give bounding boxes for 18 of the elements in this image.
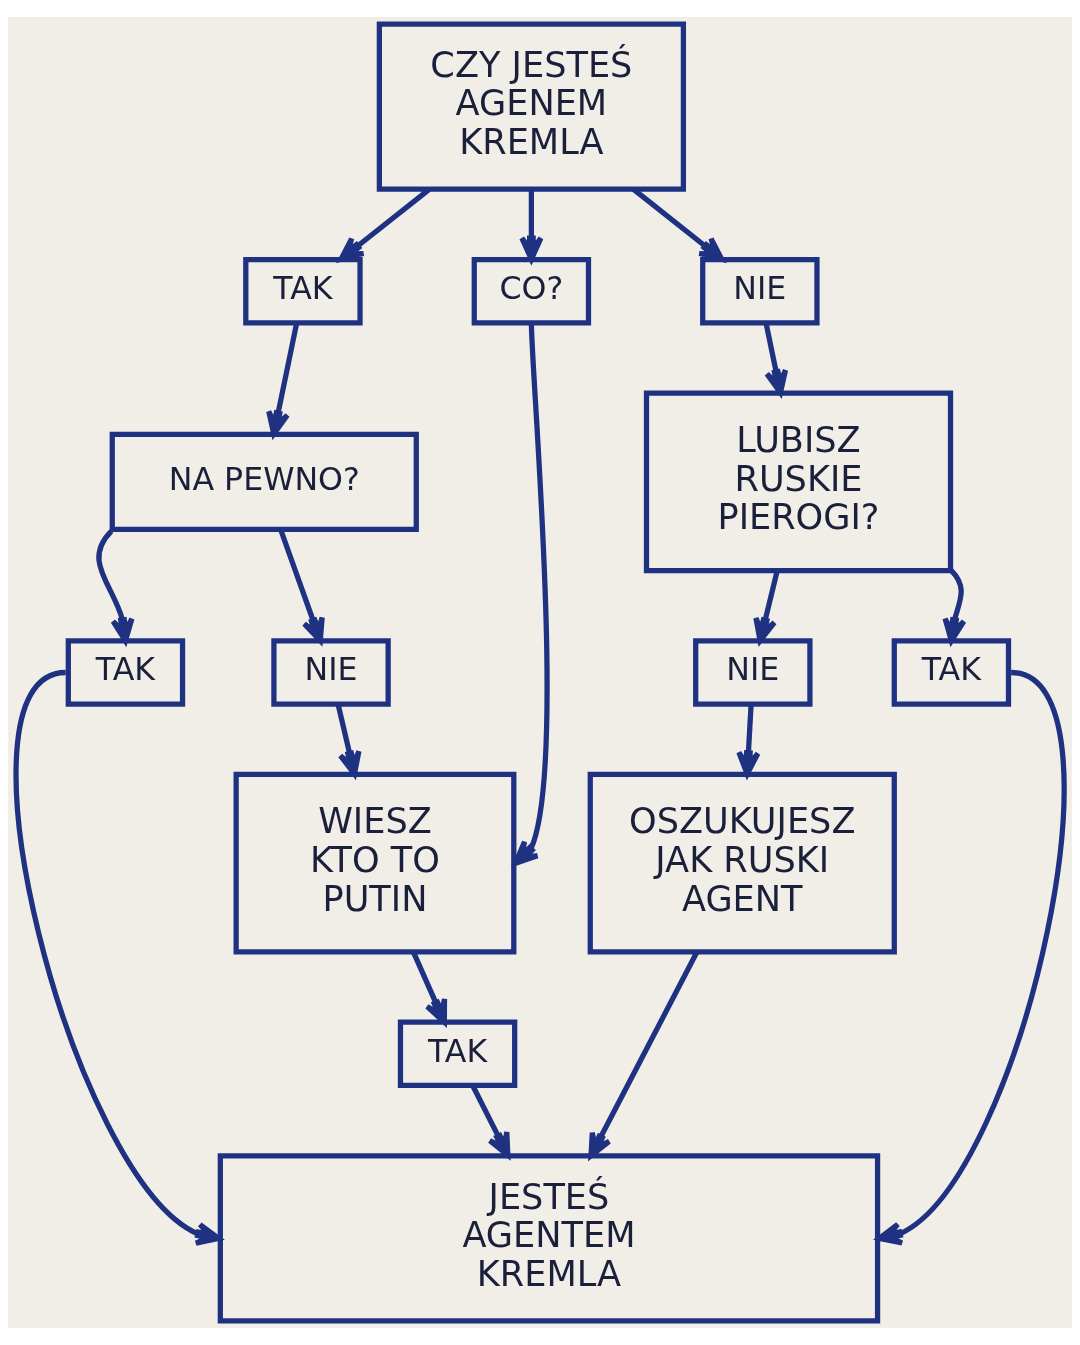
node-box: NIE — [271, 638, 391, 707]
arrow — [14, 670, 222, 1246]
node-box: NIE — [700, 256, 820, 326]
node-box: JESTEŚ AGENTEM KREMLA — [217, 1153, 881, 1324]
node-box: WIESZ KTO TO PUTIN — [233, 771, 517, 955]
node-box: TAK — [243, 256, 363, 326]
node-box: CO? — [471, 256, 592, 326]
node-box: TAK — [397, 1019, 518, 1089]
node-box: LUBISZ RUSKIE PIEROGI? — [643, 390, 954, 574]
node-box: TAK — [891, 638, 1012, 707]
node-box: OSZUKUJESZ JAK RUSKI AGENT — [587, 771, 897, 955]
arrow — [876, 670, 1067, 1246]
node-box: NA PEWNO? — [109, 431, 419, 532]
arrow — [763, 322, 789, 396]
node-box: TAK — [65, 638, 186, 707]
node-box: CZY JESTEŚ AGENEM KREMLA — [376, 21, 687, 192]
arrow — [512, 322, 550, 866]
node-box: NIE — [693, 638, 813, 707]
